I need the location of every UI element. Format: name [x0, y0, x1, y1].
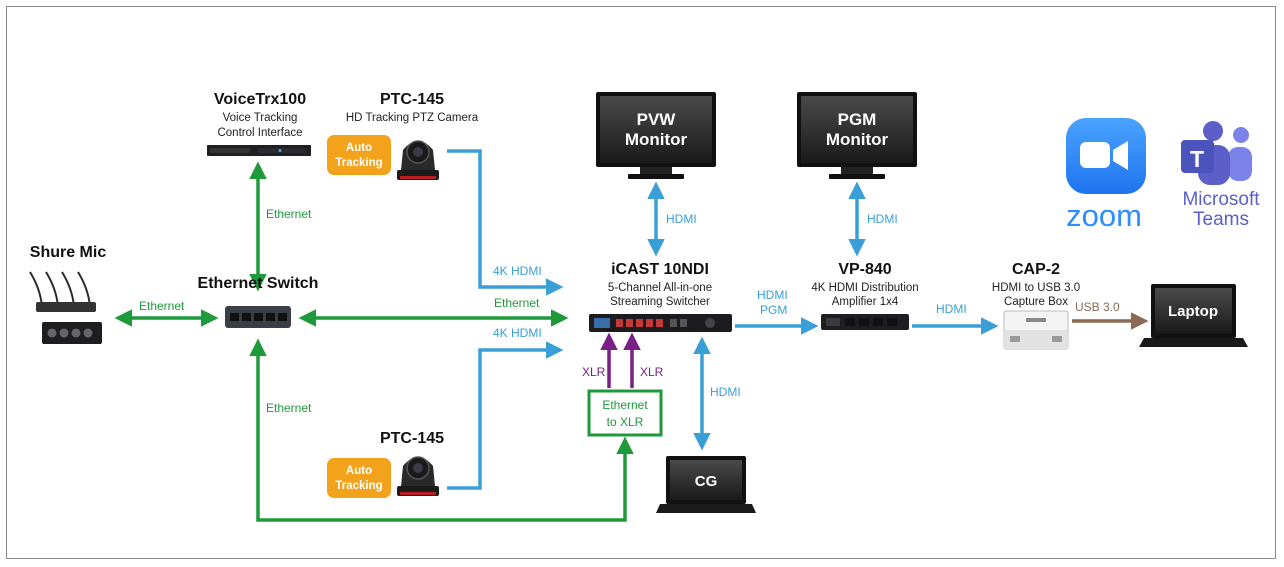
ptz-camera-icon — [397, 140, 439, 180]
icast-sub1: 5-Channel All-in-one — [608, 282, 712, 294]
teams-logo: T Microsoft Teams — [1181, 121, 1260, 230]
cap2-sub1: HDMI to USB 3.0 — [992, 282, 1080, 294]
label-hdmi-pgm-out2: PGM — [760, 303, 787, 317]
cg-label: CG — [695, 473, 718, 490]
ptz-camera-icon — [397, 456, 439, 496]
label-4khdmi-top: 4K HDMI — [493, 264, 542, 278]
shure-title: Shure Mic — [30, 244, 107, 261]
shure-mic-device: Shure Mic — [29, 244, 107, 344]
vp840-sub2: Amplifier 1x4 — [832, 296, 899, 308]
ptc-top-title: PTC-145 — [380, 91, 444, 108]
ethernet-connections — [114, 161, 634, 522]
ethernet-switch-device: Ethernet Switch — [198, 275, 319, 328]
label-eth-bottom: Ethernet — [266, 401, 312, 415]
cap2-title: CAP-2 — [1012, 261, 1060, 278]
xlr-connections — [600, 332, 641, 388]
label-usb: USB 3.0 — [1075, 300, 1120, 314]
pgm-monitor-device: PGM Monitor — [797, 92, 917, 179]
label-hdmi-pgm: HDMI — [867, 212, 898, 226]
rack-unit-icon — [207, 145, 311, 156]
vp840-sub1: 4K HDMI Distribution — [811, 282, 918, 294]
label-hdmi-cap2: HDMI — [936, 302, 967, 316]
hdmi-connections — [447, 149, 999, 490]
vp840-title: VP-840 — [838, 261, 891, 278]
label-eth-voicetrx: Ethernet — [266, 207, 312, 221]
eth-line-switch-ethxlr — [249, 338, 634, 522]
mic-base-icon — [36, 302, 102, 344]
pgm-line1: PGM — [838, 110, 877, 129]
pvw-line1: PVW — [637, 110, 677, 129]
ethernet-to-xlr-box: Ethernet to XLR — [587, 389, 663, 437]
cg-laptop-device: CG — [656, 456, 756, 513]
pvw-monitor-device: PVW Monitor — [596, 92, 716, 179]
laptop-label: Laptop — [1168, 303, 1218, 320]
label-hdmi-cg: HDMI — [710, 385, 741, 399]
ptc145-bottom-device: PTC-145 Auto Tracking — [327, 430, 444, 498]
badge-top-line1: Auto — [346, 142, 372, 154]
ethxlr-line2: to XLR — [607, 415, 644, 429]
teams-icon: T — [1181, 121, 1252, 185]
auto-tracking-badge-top: Auto Tracking — [327, 135, 391, 175]
label-eth-shure: Ethernet — [139, 299, 185, 313]
badge-top-line2: Tracking — [335, 157, 382, 169]
teams-word1: Microsoft — [1182, 189, 1260, 210]
badge-bottom-line2: Tracking — [335, 480, 382, 492]
cap2-device: CAP-2 HDMI to USB 3.0 Capture Box — [992, 261, 1080, 350]
capture-box-icon — [1003, 310, 1069, 350]
label-xlr-right: XLR — [640, 365, 664, 379]
label-hdmi-pvw: HDMI — [666, 212, 697, 226]
zoom-logo: zoom — [1066, 118, 1146, 233]
icast-10ndi-device: iCAST 10NDI 5-Channel All-in-one Streami… — [589, 261, 732, 332]
laptop-device: Laptop — [1139, 284, 1248, 347]
ptc-bottom-title: PTC-145 — [380, 430, 444, 447]
hdmi-line-ptc-bottom — [447, 341, 564, 490]
pgm-line2: Monitor — [826, 130, 889, 149]
teams-word2: Teams — [1193, 209, 1249, 230]
voicetrx100-device: VoiceTrx100 Voice Tracking Control Inter… — [207, 91, 311, 156]
label-xlr-left: XLR — [582, 365, 606, 379]
voicetrx-sub2: Control Interface — [217, 127, 302, 139]
ptc-top-sub1: HD Tracking PTZ Camera — [346, 112, 479, 124]
vp840-device: VP-840 4K HDMI Distribution Amplifier 1x… — [811, 261, 919, 330]
distribution-amplifier-icon — [821, 314, 909, 330]
auto-tracking-badge-bottom: Auto Tracking — [327, 458, 391, 498]
svg-text:T: T — [1190, 146, 1204, 172]
label-4khdmi-bottom: 4K HDMI — [493, 326, 542, 340]
zoom-wordmark: zoom — [1066, 198, 1142, 233]
icast-title: iCAST 10NDI — [611, 261, 709, 278]
icast-sub2: Streaming Switcher — [610, 296, 710, 308]
pvw-line2: Monitor — [625, 130, 688, 149]
label-eth-icast: Ethernet — [494, 296, 540, 310]
gooseneck-mic-icon — [29, 271, 91, 307]
ethxlr-line1: Ethernet — [602, 398, 648, 412]
switch-title: Ethernet Switch — [198, 275, 319, 292]
voicetrx-sub1: Voice Tracking — [223, 112, 298, 124]
network-switch-icon — [225, 306, 291, 328]
hdmi-line-ptc-top — [447, 149, 564, 296]
ptc145-top-device: PTC-145 HD Tracking PTZ Camera Auto Trac… — [327, 91, 479, 180]
badge-bottom-line1: Auto — [346, 465, 372, 477]
streaming-switcher-icon — [589, 314, 732, 332]
diagram-frame — [6, 6, 1276, 559]
label-hdmi-pgm-out1: HDMI — [757, 288, 788, 302]
voicetrx-title: VoiceTrx100 — [214, 91, 306, 108]
cap2-sub2: Capture Box — [1004, 296, 1068, 308]
